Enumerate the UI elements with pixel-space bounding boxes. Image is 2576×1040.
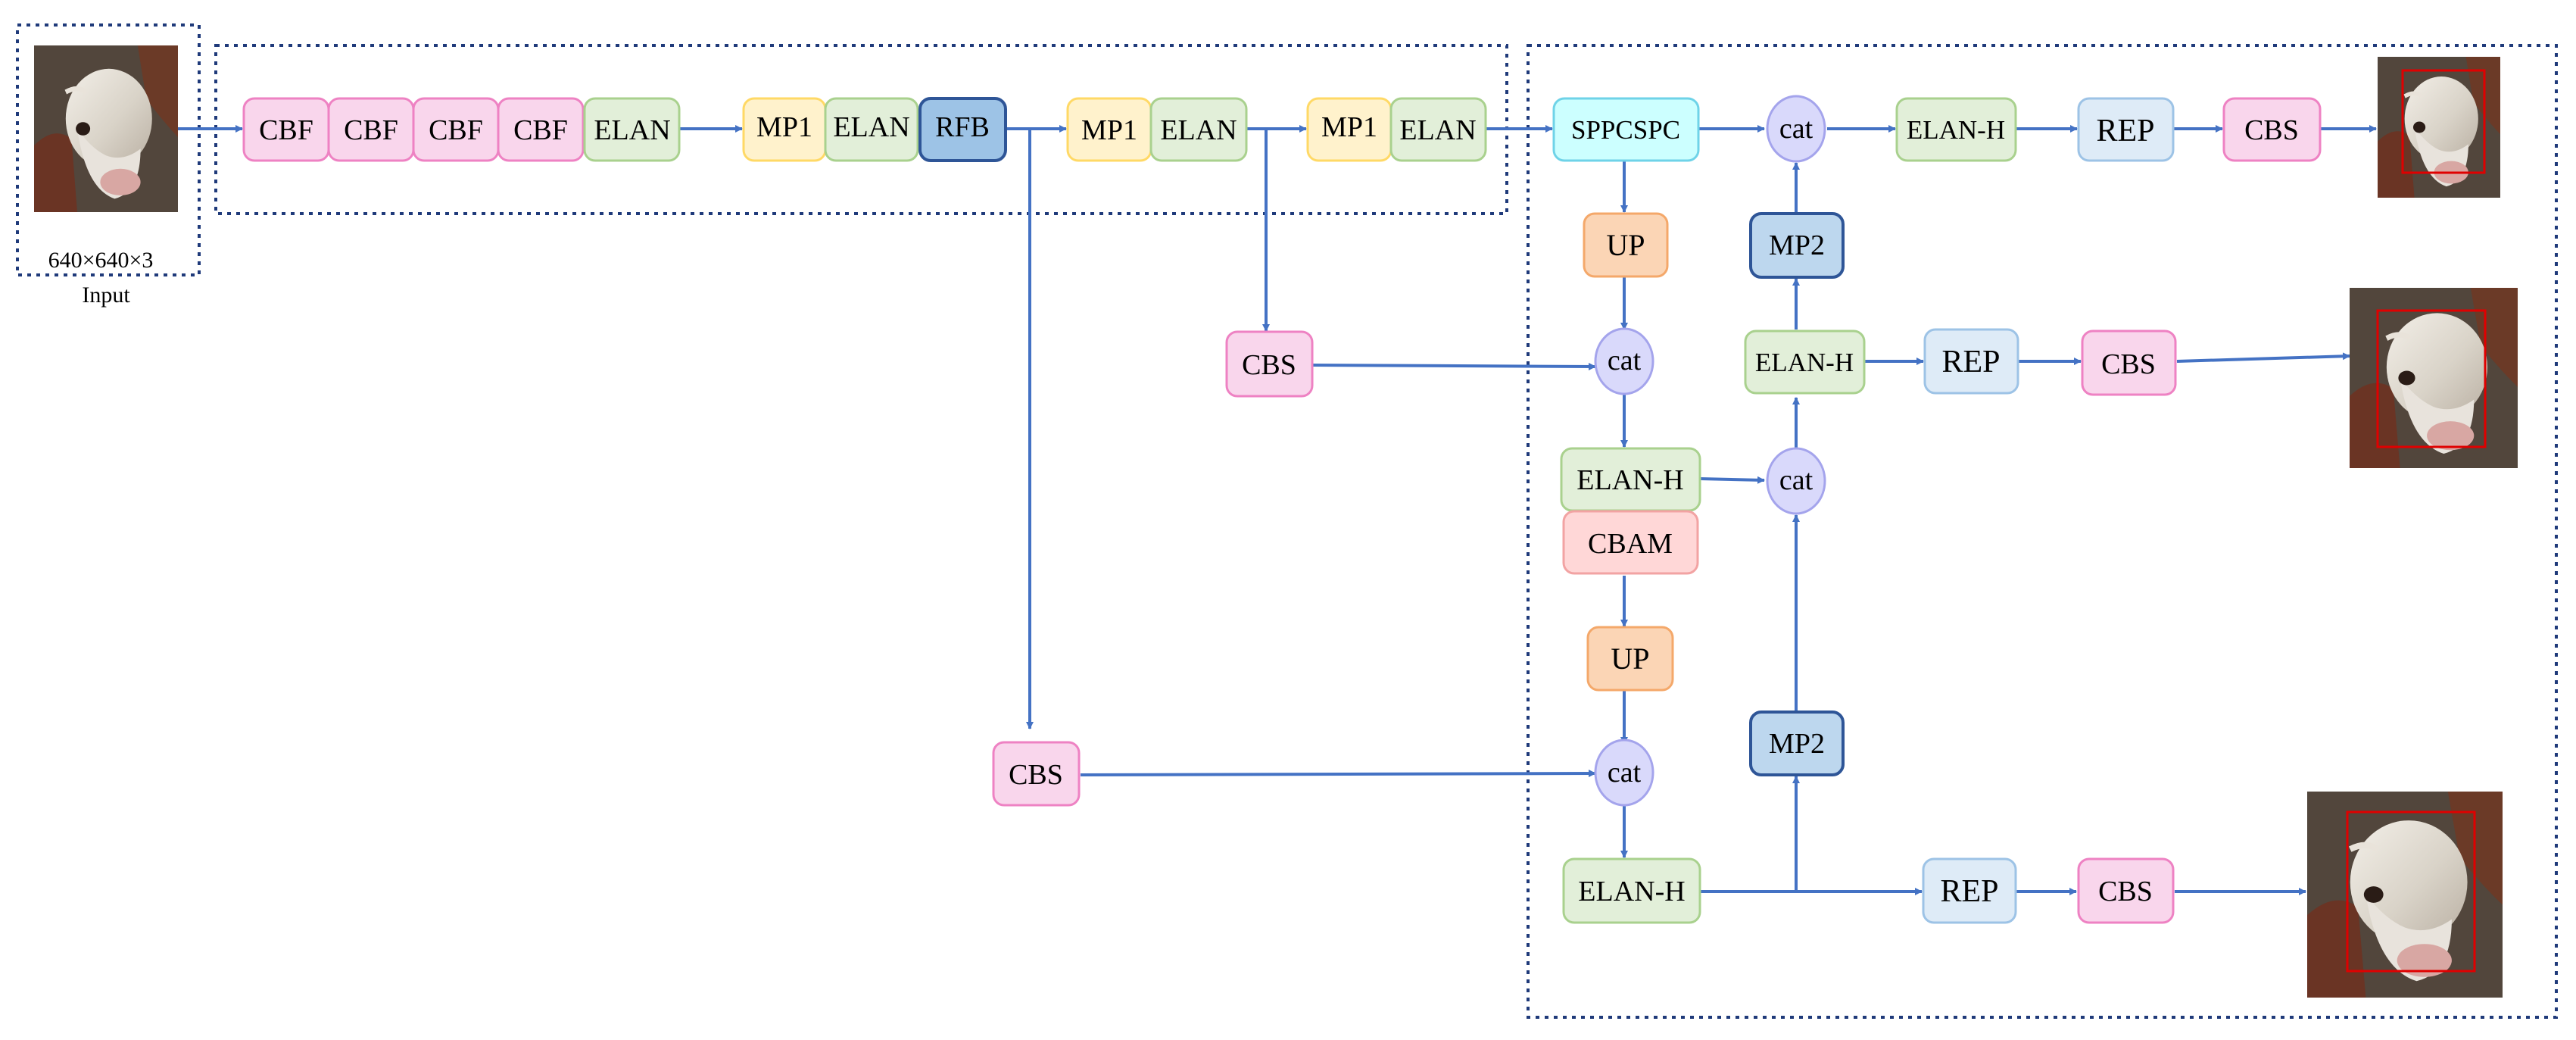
cat-node-top-label: cat xyxy=(1779,113,1813,145)
input-label: Input xyxy=(82,283,130,308)
cat-node-top: cat xyxy=(1766,95,1826,163)
cbam-label: CBAM xyxy=(1588,528,1673,560)
mp2-block-top: MP2 xyxy=(1749,212,1845,279)
output-image-top xyxy=(2378,57,2500,198)
elan-block-4: ELAN xyxy=(1389,97,1487,162)
detection-box-top xyxy=(2401,69,2486,174)
cbf-block-4: CBF xyxy=(497,97,585,162)
elan-h-block-mid-left-label: ELAN-H xyxy=(1576,464,1683,496)
cbs-block-out-mid: CBS xyxy=(2081,329,2177,396)
cbs-block-out-mid-label: CBS xyxy=(2101,348,2156,380)
elan-block-3-label: ELAN xyxy=(1160,114,1237,146)
cbs-block-out-low: CBS xyxy=(2077,857,2175,924)
mp1-block-3-label: MP1 xyxy=(1321,111,1377,143)
backbone-blocks: CBF CBF CBF CBF ELAN MP1 ELAN RFB xyxy=(242,97,1487,162)
cat-node-mid-right-label: cat xyxy=(1779,464,1813,496)
cbam-block: CBAM xyxy=(1562,510,1699,575)
mp1-block-3: MP1 xyxy=(1306,97,1392,162)
elan-block-4-label: ELAN xyxy=(1399,114,1476,146)
rep-block-mid-label: REP xyxy=(1941,345,2000,379)
sppcspc-block: SPPCSPC xyxy=(1552,97,1700,162)
cbf-block-3-label: CBF xyxy=(429,114,483,146)
cbs-block-low-left: CBS xyxy=(992,741,1081,807)
sppcspc-label: SPPCSPC xyxy=(1571,115,1680,145)
cbf-block-4-label: CBF xyxy=(513,114,568,146)
cbf-block-3: CBF xyxy=(412,97,500,162)
head-blocks: SPPCSPC UP CBS cat ELAN-H CBAM UP CBS xyxy=(992,95,2322,924)
elan-h-block-mid-right-label: ELAN-H xyxy=(1755,348,1854,377)
mp1-block-1: MP1 xyxy=(742,97,827,162)
detection-box-mid xyxy=(2376,309,2487,448)
up-block-1-label: UP xyxy=(1606,228,1645,262)
elan-block-1-label: ELAN xyxy=(594,114,670,146)
mp2-block-top-label: MP2 xyxy=(1769,230,1825,261)
cat-node-low-label: cat xyxy=(1608,757,1642,789)
rep-block-low: REP xyxy=(1922,857,2017,924)
up-block-2: UP xyxy=(1586,626,1674,692)
mp1-block-2-label: MP1 xyxy=(1081,114,1137,146)
elan-block-2-label: ELAN xyxy=(833,111,909,143)
detection-box-low xyxy=(2346,810,2476,973)
cbs-block-out-low-label: CBS xyxy=(2098,876,2153,907)
mp2-block-low: MP2 xyxy=(1749,711,1845,776)
elan-h-block-low: ELAN-H xyxy=(1562,857,1701,924)
input-frame xyxy=(16,23,201,276)
cbf-block-2-label: CBF xyxy=(344,114,398,146)
arrow-cbs-mid-to-output xyxy=(2176,352,2350,363)
rfb-block: RFB xyxy=(918,97,1007,162)
elan-block-1: ELAN xyxy=(583,97,681,162)
rep-block-top: REP xyxy=(2077,97,2175,162)
elan-h-block-mid-left: ELAN-H xyxy=(1560,447,1701,512)
mp2-block-low-label: MP2 xyxy=(1769,728,1825,760)
cbs-block-out-top-label: CBS xyxy=(2244,114,2299,146)
input-size-label: 640×640×3 xyxy=(48,248,154,273)
arrow-cbs-low-to-cat xyxy=(1080,770,1596,778)
rfb-block-label: RFB xyxy=(935,111,990,143)
elan-h-block-top-label: ELAN-H xyxy=(1907,115,2005,145)
rep-block-top-label: REP xyxy=(2096,114,2154,148)
mp1-block-2: MP1 xyxy=(1066,97,1152,162)
rep-block-mid: REP xyxy=(1923,328,2019,395)
arrow-elan-h-to-cat-mid xyxy=(1699,476,1765,484)
elan-h-block-low-label: ELAN-H xyxy=(1578,876,1685,907)
cbf-block-1: CBF xyxy=(242,97,330,162)
cat-node-mid-left-label: cat xyxy=(1608,345,1642,376)
elan-h-block-top: ELAN-H xyxy=(1895,97,2017,162)
output-image-mid xyxy=(2350,288,2518,468)
up-block-2-label: UP xyxy=(1611,642,1649,676)
elan-block-3: ELAN xyxy=(1149,97,1248,162)
input-cow-image xyxy=(34,45,178,212)
connection-arrows xyxy=(178,125,2377,895)
cbs-block-mid-left: CBS xyxy=(1225,330,1314,398)
arrow-cbs-mid-to-cat xyxy=(1311,362,1596,370)
output-image-low xyxy=(2307,792,2503,998)
cat-node-mid-right: cat xyxy=(1766,447,1826,515)
up-block-1: UP xyxy=(1583,212,1669,278)
cbs-block-out-top: CBS xyxy=(2222,97,2322,162)
cat-node-low: cat xyxy=(1594,739,1654,807)
mp1-block-1-label: MP1 xyxy=(756,111,812,143)
cat-node-mid-left: cat xyxy=(1594,327,1654,395)
cbf-block-2: CBF xyxy=(327,97,415,162)
cbs-block-mid-left-label: CBS xyxy=(1242,349,1296,381)
elan-block-2: ELAN xyxy=(824,97,919,162)
cbs-block-low-left-label: CBS xyxy=(1009,759,1063,791)
rep-block-low-label: REP xyxy=(1940,874,1998,909)
elan-h-block-mid-right: ELAN-H xyxy=(1744,329,1866,395)
cbf-block-1-label: CBF xyxy=(259,114,313,146)
